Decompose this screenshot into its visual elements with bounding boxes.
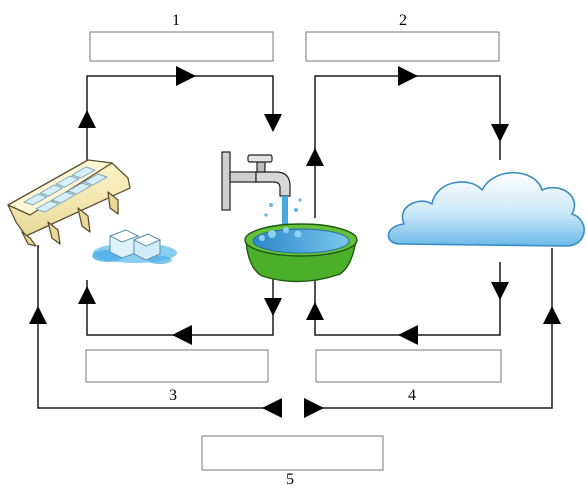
arrow-up-icon [306, 302, 324, 320]
arrow-down-icon [491, 282, 509, 300]
cloud-icon [387, 171, 585, 247]
path-3 [86, 275, 274, 336]
arrow-down-icon [491, 124, 509, 142]
arrow-down-icon [264, 298, 282, 316]
answer-box-2[interactable] [305, 31, 500, 62]
answer-box-5[interactable] [201, 435, 384, 471]
label-3: 3 [169, 387, 177, 404]
arrow-up-icon [306, 148, 324, 166]
basin-icon [244, 223, 358, 283]
ice-cubes-icon [92, 229, 177, 264]
label-2: 2 [399, 12, 407, 29]
label-4: 4 [408, 387, 416, 404]
path-5-left [37, 245, 280, 409]
arrow-up-icon [543, 306, 561, 324]
arrowheads [29, 66, 561, 418]
arrow-up-icon [78, 110, 96, 128]
label-1: 1 [172, 12, 180, 29]
label-5: 5 [286, 471, 294, 486]
answer-box-3[interactable] [85, 349, 269, 383]
ice-tray-icon [7, 159, 131, 247]
path-5-right [308, 248, 553, 409]
tap-icon [221, 151, 302, 226]
arrow-right-icon [176, 66, 196, 86]
arrow-left-icon [398, 325, 418, 345]
arrow-up-icon [29, 306, 47, 324]
arrow-up-icon [78, 286, 96, 304]
arrow-left-icon [262, 398, 282, 418]
answer-box-4[interactable] [315, 349, 502, 383]
answer-box-1[interactable] [89, 31, 274, 62]
arrow-right-icon [304, 398, 324, 418]
arrow-right-icon [398, 66, 418, 86]
path-4 [314, 262, 501, 336]
answer-boxes [85, 31, 502, 471]
arrow-down-icon [264, 114, 282, 132]
arrow-left-icon [172, 325, 192, 345]
